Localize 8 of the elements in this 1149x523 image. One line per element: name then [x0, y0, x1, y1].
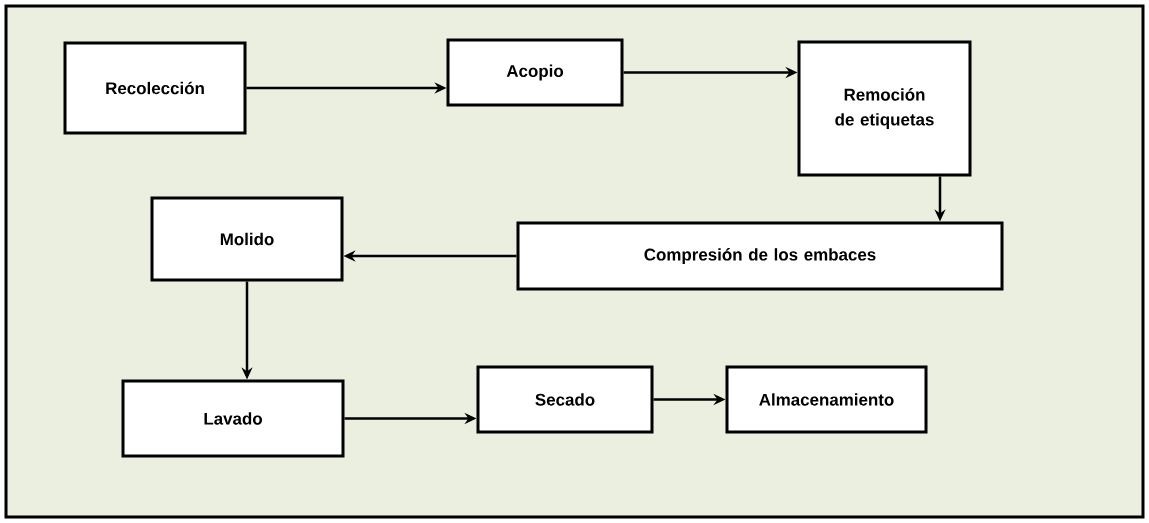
- process-box: Almacenamiento: [725, 365, 928, 434]
- process-box: Recolección: [63, 41, 247, 135]
- process-box: Secado: [476, 365, 654, 434]
- process-box: Remoción de etiquetas: [797, 40, 972, 177]
- process-box: Lavado: [121, 379, 345, 458]
- process-box: Acopio: [446, 38, 624, 107]
- process-box: Compresión de los embaces: [516, 221, 1004, 291]
- process-box: Molido: [150, 196, 344, 282]
